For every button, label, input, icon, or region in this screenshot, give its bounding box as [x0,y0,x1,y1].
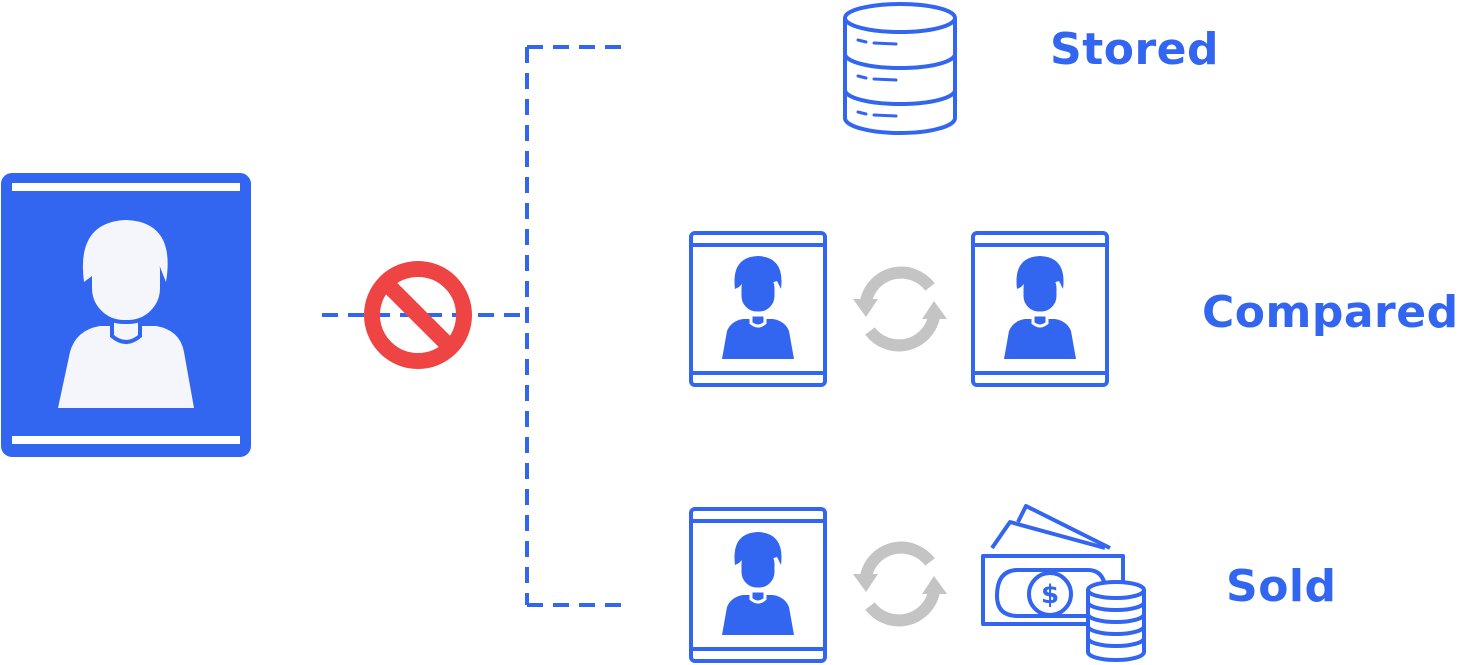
connector-lines [322,45,628,607]
database-icon [843,2,957,135]
compared-label: Compared [1202,287,1459,338]
money-coins-icon: $ [981,504,1146,662]
compared-refresh-arrows-icon [853,273,947,346]
svg-text:$: $ [1041,580,1059,610]
compared-right-card-icon [971,231,1109,387]
prohibited-icon [364,261,472,369]
user-profile-card-icon [1,173,251,457]
sold-refresh-arrows-icon [853,548,947,621]
sold-label: Sold [1226,561,1337,612]
compared-left-card-icon [689,231,827,387]
sold-left-card-icon [689,507,827,663]
stored-label: Stored [1050,24,1219,75]
